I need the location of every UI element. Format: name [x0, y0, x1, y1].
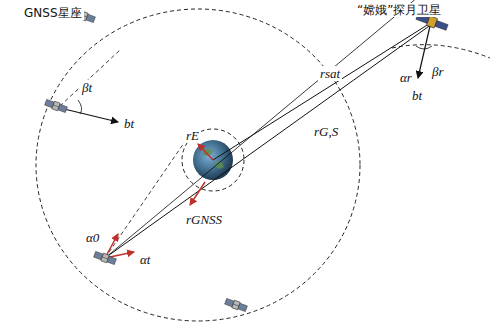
radius-label: rGNSS [184, 212, 224, 227]
line-r-gs [105, 24, 432, 258]
angle-label: βr [430, 64, 446, 79]
gnss-orbit [36, 9, 360, 321]
boresight-arrow [60, 108, 118, 122]
earth-radius-arrow [198, 144, 213, 160]
vector-label: bt [410, 88, 424, 103]
probe-title: “嫦娥”探月卫星 [355, 3, 443, 17]
earth-limb [182, 129, 244, 191]
angle-label: βt [80, 80, 94, 95]
vector-label: bt [122, 116, 136, 131]
radius-label: rE [184, 128, 201, 143]
gnss-radius-arrow [190, 182, 205, 205]
distance-label: rsat [318, 66, 342, 81]
line-r-sat [213, 22, 432, 160]
earth [193, 140, 233, 180]
grazing-line [89, 0, 432, 258]
tangent-line [105, 140, 186, 258]
lunar-orbit [392, 45, 490, 58]
vector-label: α0 [84, 230, 101, 245]
gnss-satellite [44, 98, 67, 113]
beam-edge [60, 50, 120, 106]
distance-label: rG,S [312, 124, 340, 139]
boresight-arrow [418, 26, 430, 78]
gnss-satellite [224, 297, 247, 312]
constellation-title: GNSS星座 [22, 6, 84, 20]
vector-label: αt [138, 252, 152, 267]
angle-label: αr [398, 70, 414, 85]
gnss-satellite [93, 250, 116, 265]
